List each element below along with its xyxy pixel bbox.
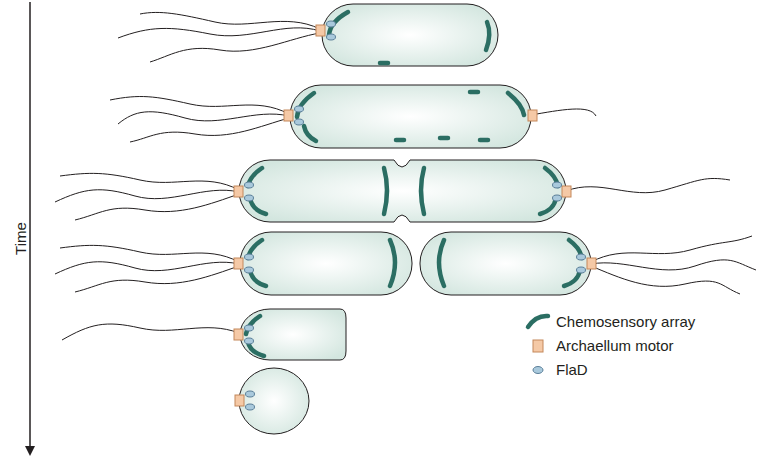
chemosensory-arrays (246, 12, 582, 356)
motor-swatch (533, 340, 543, 352)
flad-proteins (245, 21, 586, 410)
legend-sample (524, 311, 552, 333)
legend-sample (524, 359, 552, 381)
time-arrow (29, 2, 31, 450)
legend-text: Archaellum motor (556, 337, 674, 354)
flad-sample (533, 367, 543, 374)
legend-text: FlaD (556, 361, 588, 378)
array-sample (528, 316, 548, 327)
axis-label: Time (12, 222, 29, 255)
legend-text: Chemosensory array (556, 313, 695, 330)
cell-bodies (239, 4, 591, 434)
time-arrowhead (25, 446, 35, 456)
archaellum-motors (234, 25, 596, 406)
legend-sample (524, 335, 552, 357)
